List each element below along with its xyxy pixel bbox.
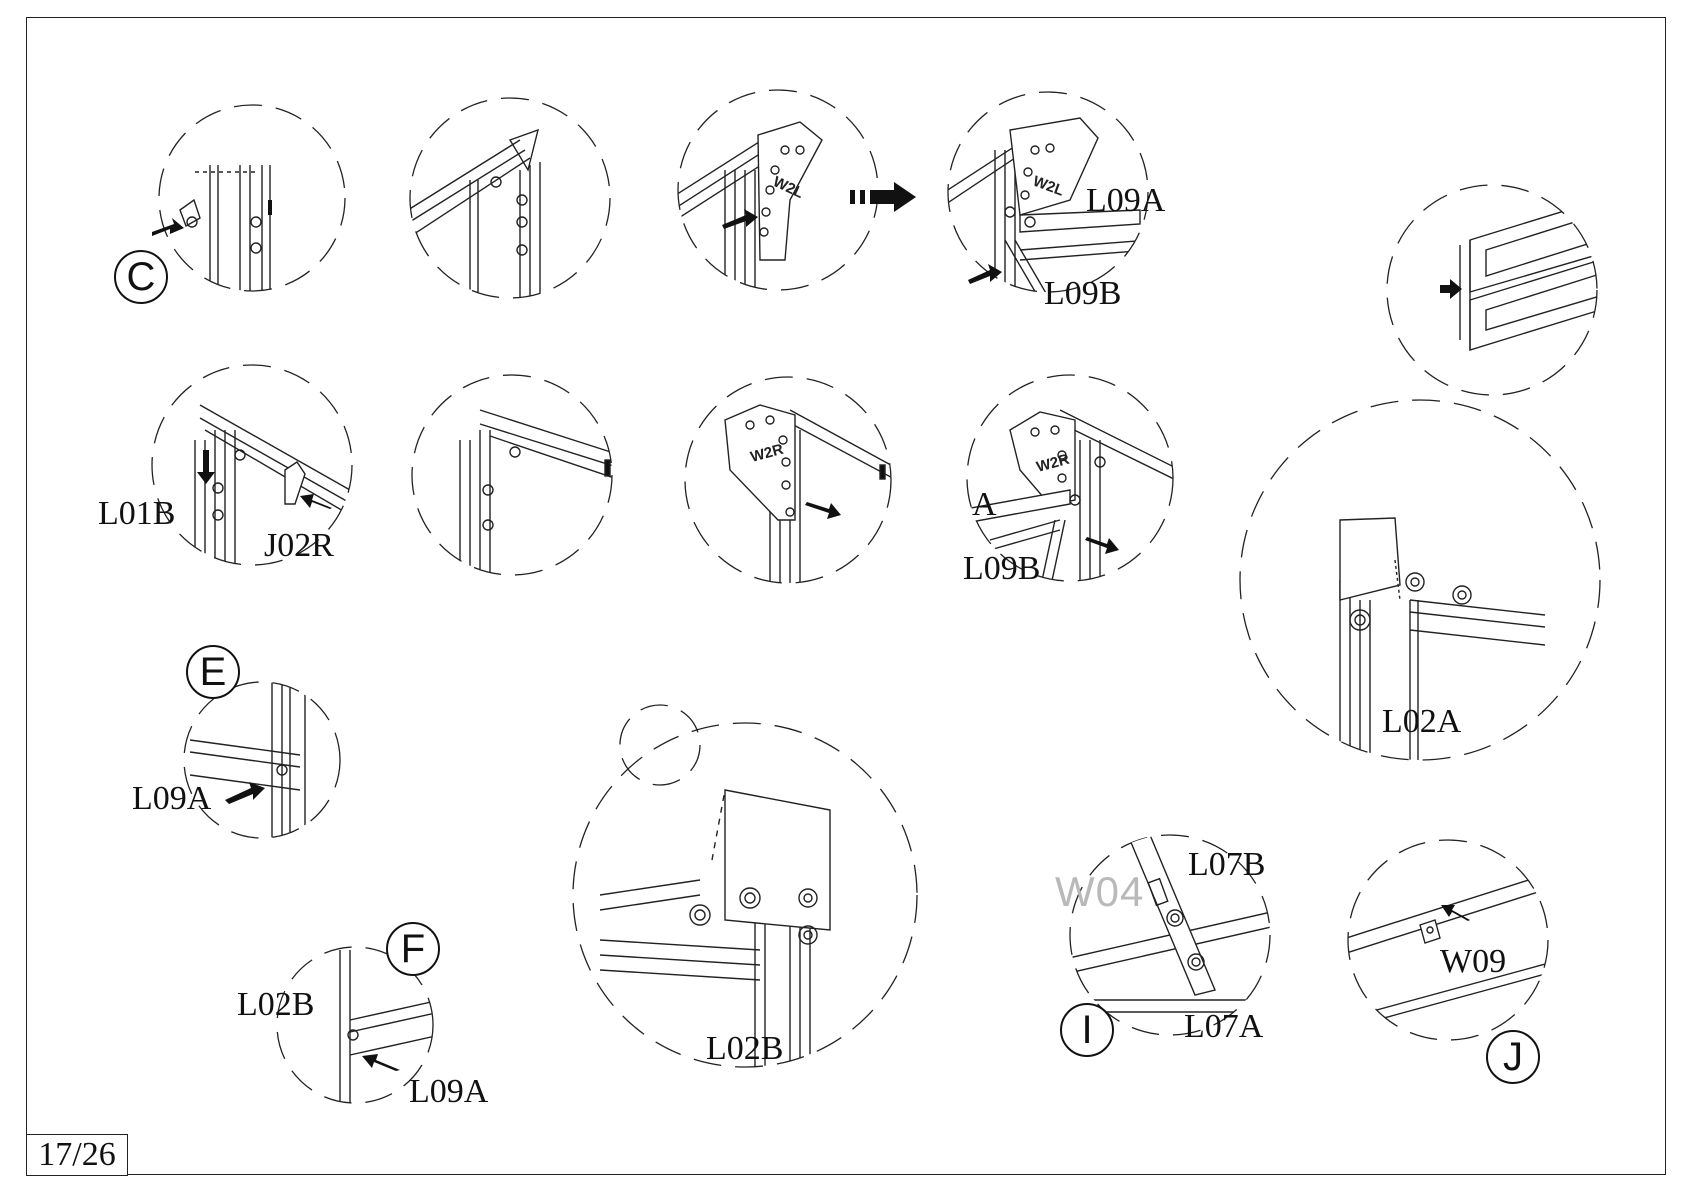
arrow-icon	[152, 218, 184, 236]
part-label-l07a: L07A	[1184, 1010, 1263, 1044]
arrow-icon	[225, 782, 265, 804]
page-number: 17/26	[26, 1134, 128, 1176]
arrow-icon	[362, 1054, 400, 1071]
arrow-icon	[1440, 279, 1462, 299]
part-label-l09a-top: L09A	[1086, 184, 1165, 218]
detail-badge-i: I	[1060, 1003, 1114, 1057]
part-label-l01b: L01B	[98, 497, 175, 531]
part-label-l09b-top: L09B	[1044, 277, 1121, 311]
part-label-w04-ghost: W04	[1055, 868, 1144, 916]
part-label-a: A	[972, 488, 997, 522]
detail-2-drawing	[400, 130, 540, 300]
detail-badge-j: J	[1486, 1030, 1540, 1084]
arrow-icon	[722, 209, 758, 229]
arrow-icon	[968, 264, 1002, 284]
part-label-l09b-mid: L09B	[963, 552, 1040, 586]
part-label-l02b-f: L02B	[237, 988, 314, 1022]
detail-5-drawing	[1460, 200, 1600, 350]
detail-3-drawing	[660, 122, 822, 300]
detail-badge-e: E	[186, 645, 240, 699]
detail-c-drawing	[180, 165, 270, 300]
transition-arrow-icon	[850, 182, 916, 212]
part-label-j02r: J02R	[264, 529, 334, 563]
detail-8-drawing	[725, 405, 900, 590]
part-label-l02b-center: L02B	[706, 1032, 783, 1066]
detail-7-drawing	[460, 410, 620, 580]
detail-badge-c: C	[114, 250, 168, 304]
part-label-l02a: L02A	[1382, 705, 1461, 739]
detail-circles	[152, 90, 1600, 1103]
arrow-icon	[805, 502, 841, 519]
part-label-l09a-f: L09A	[409, 1075, 488, 1109]
part-label-l09a-e: L09A	[132, 782, 211, 816]
part-label-w09: W09	[1440, 945, 1506, 979]
part-label-l07b: L07B	[1188, 848, 1265, 882]
arrow-icon	[197, 450, 215, 484]
detail-badge-f: F	[386, 922, 440, 976]
